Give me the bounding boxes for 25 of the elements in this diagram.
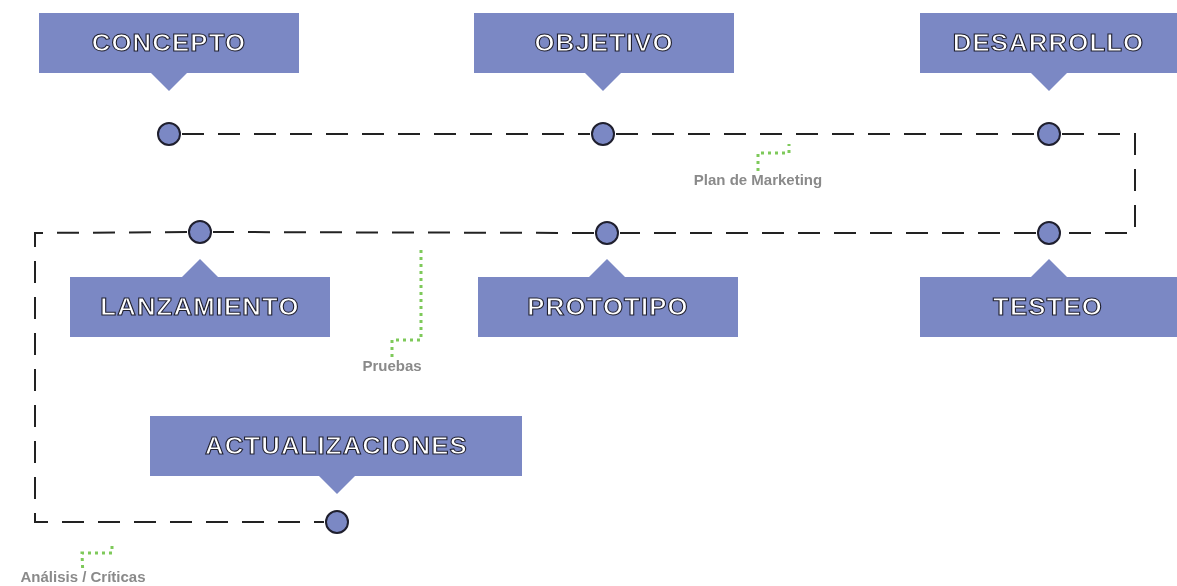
- leader-line: [756, 144, 791, 171]
- callout-box: [150, 416, 522, 494]
- dashed-connector: [619, 232, 1037, 234]
- annotation-text: Plan de Marketing: [693, 170, 823, 191]
- dashed-connector: [615, 133, 1037, 135]
- dashed-connector: [34, 231, 325, 523]
- stage-title: CONCEPTO: [91, 28, 247, 58]
- callout-box: [478, 259, 738, 337]
- callout-box: [70, 259, 330, 337]
- stage-title: DESARROLLO: [952, 28, 1145, 58]
- annotation-text: Pruebas: [362, 356, 422, 377]
- dashed-connector: [181, 133, 591, 135]
- stage-title: PROTOTIPO: [527, 292, 689, 322]
- dashed-connector: [212, 231, 595, 234]
- annotation-text: Análisis / Críticas: [20, 567, 146, 586]
- stage-title: ACTUALIZACIONES: [204, 431, 468, 461]
- callout-box: [39, 13, 299, 91]
- callout-box: [920, 13, 1177, 91]
- leader-line: [80, 543, 114, 569]
- stage-title: OBJETIVO: [534, 28, 674, 58]
- stage-title: LANZAMIENTO: [100, 292, 300, 322]
- dashed-connector: [1061, 133, 1136, 234]
- stage-title: TESTEO: [993, 292, 1104, 322]
- callout-box: [920, 259, 1177, 337]
- callout-box: [474, 13, 734, 91]
